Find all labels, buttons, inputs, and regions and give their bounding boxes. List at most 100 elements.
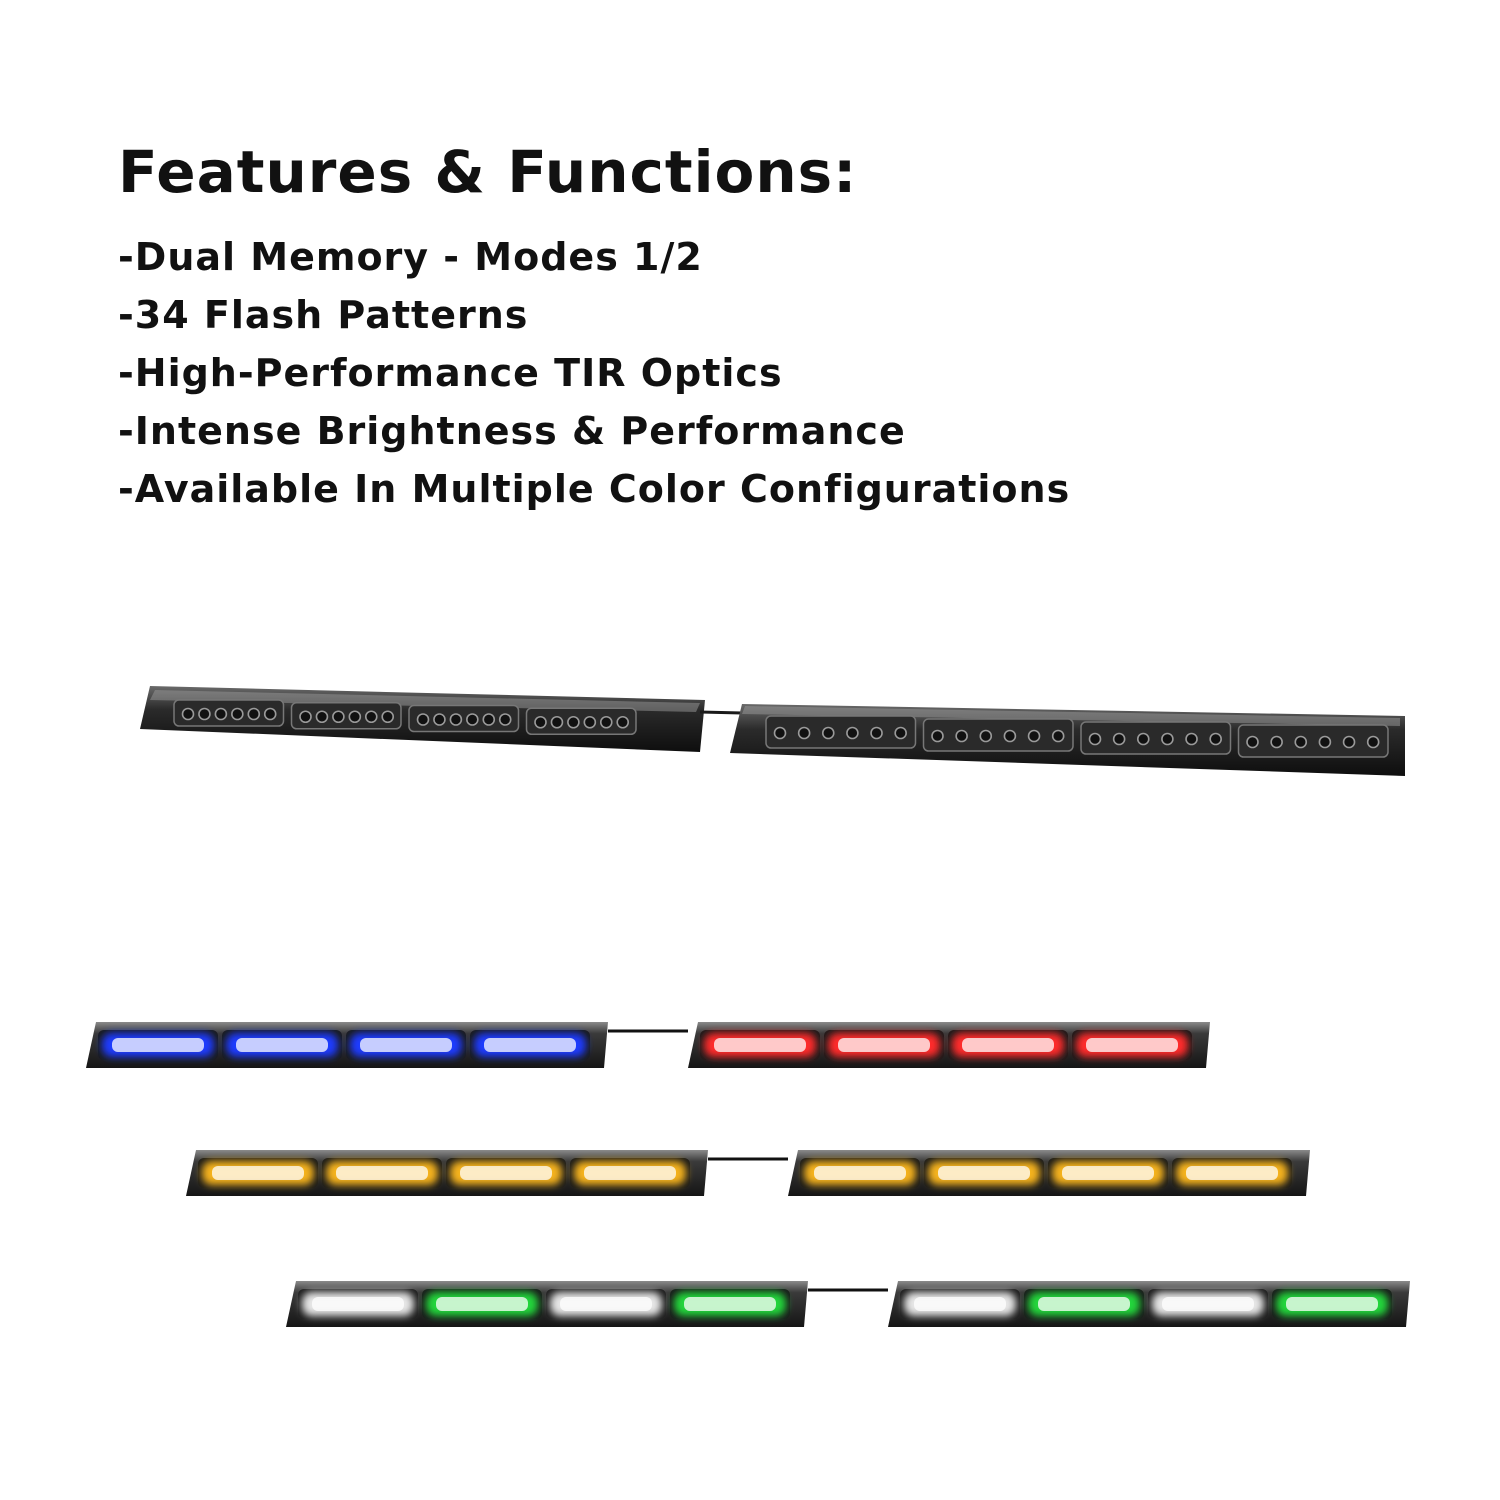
led-lens xyxy=(1209,732,1222,746)
led-lens xyxy=(466,713,479,726)
lit-light-module xyxy=(298,1289,418,1319)
lit-light-module xyxy=(570,1158,690,1188)
led-lens xyxy=(1088,732,1102,746)
led-lens xyxy=(449,713,463,726)
led-lens xyxy=(1318,735,1332,749)
connector-cable xyxy=(699,710,743,715)
lit-light-module xyxy=(824,1030,944,1060)
unlit-light-module xyxy=(290,702,402,730)
feature-item: -34 Flash Patterns xyxy=(118,293,529,337)
lit-light-bars xyxy=(86,1022,1410,1327)
led-lens xyxy=(348,710,362,724)
led-lens xyxy=(1136,732,1150,746)
lit-light-module xyxy=(346,1030,466,1060)
light-bar-amber xyxy=(186,1150,1310,1196)
led-lens xyxy=(498,713,512,726)
feature-list: -Dual Memory - Modes 1/2 -34 Flash Patte… xyxy=(118,228,1070,518)
led-lens xyxy=(247,707,261,721)
led-lens xyxy=(364,710,378,724)
unlit-light-module xyxy=(408,704,520,733)
led-lens xyxy=(263,707,277,721)
led-lens xyxy=(1161,732,1174,746)
led-lens xyxy=(381,710,395,724)
led-lens xyxy=(931,729,944,743)
led-lens xyxy=(616,715,630,729)
unlit-light-module xyxy=(173,699,285,727)
feature-item: -Dual Memory - Modes 1/2 xyxy=(118,235,703,279)
lit-light-module xyxy=(198,1158,318,1188)
unlit-light-module xyxy=(922,718,1074,752)
features-title: Features & Functions: xyxy=(118,138,858,206)
led-lens xyxy=(315,710,329,724)
led-lens xyxy=(214,707,228,721)
lit-light-module xyxy=(222,1030,342,1060)
led-lens xyxy=(534,715,547,729)
lit-light-module xyxy=(670,1289,790,1319)
led-lens xyxy=(1051,729,1065,743)
unlit-light-module xyxy=(1080,721,1232,755)
led-lens xyxy=(1027,729,1041,743)
lit-light-module xyxy=(546,1289,666,1319)
light-bar-left xyxy=(186,1150,708,1196)
lit-light-module xyxy=(470,1030,590,1060)
lit-light-module xyxy=(948,1030,1068,1060)
lit-light-module xyxy=(1024,1289,1144,1319)
lit-light-module xyxy=(1148,1289,1268,1319)
led-lens xyxy=(1270,735,1283,749)
lit-light-module xyxy=(800,1158,920,1188)
feature-item: -Intense Brightness & Performance xyxy=(118,409,906,453)
led-lens xyxy=(1294,735,1308,749)
led-lens xyxy=(1366,735,1380,749)
lit-light-module xyxy=(1048,1158,1168,1188)
lit-light-module xyxy=(924,1158,1044,1188)
light-bar-left xyxy=(286,1281,808,1327)
lit-light-module xyxy=(900,1289,1020,1319)
feature-item: -Available In Multiple Color Configurati… xyxy=(118,467,1071,511)
led-lens xyxy=(231,707,244,721)
unlit-light-module xyxy=(525,707,637,735)
lit-light-module xyxy=(1072,1030,1192,1060)
lit-light-module xyxy=(422,1289,542,1319)
lit-light-module xyxy=(446,1158,566,1188)
light-bar-white-green xyxy=(286,1281,1410,1327)
led-lens xyxy=(979,729,993,743)
led-lens xyxy=(894,726,907,740)
led-lens xyxy=(1342,735,1356,749)
led-lens xyxy=(1112,732,1126,746)
led-lens xyxy=(181,707,195,721)
led-lens xyxy=(1185,732,1198,746)
light-bar-right xyxy=(888,1281,1410,1327)
unlit-light-bar xyxy=(140,686,1405,776)
light-bar-right xyxy=(788,1150,1310,1196)
led-lens xyxy=(797,726,811,740)
led-lens xyxy=(482,713,496,726)
led-lens xyxy=(1246,735,1259,749)
light-bar-blue-red xyxy=(86,1022,1210,1068)
unlit-light-module xyxy=(765,715,917,749)
led-lens xyxy=(583,715,597,729)
light-bar-right xyxy=(688,1022,1210,1068)
led-lens xyxy=(416,713,430,726)
led-lens xyxy=(773,726,787,740)
light-bar-left xyxy=(86,1022,608,1068)
led-lens xyxy=(870,726,883,740)
led-lens xyxy=(599,715,613,729)
lit-light-module xyxy=(1272,1289,1392,1319)
led-lens xyxy=(332,710,345,724)
led-lens xyxy=(1003,729,1017,743)
led-lens xyxy=(955,729,968,743)
feature-item: -High-Performance TIR Optics xyxy=(118,351,783,395)
lit-light-module xyxy=(1172,1158,1292,1188)
unlit-light-module xyxy=(1237,724,1389,758)
led-lens xyxy=(198,707,211,721)
unlit-bar-right xyxy=(730,704,1405,776)
led-lens xyxy=(299,710,312,724)
led-lens xyxy=(846,726,859,740)
led-lens xyxy=(567,715,580,729)
unlit-bar-left xyxy=(140,686,705,752)
lit-light-module xyxy=(98,1030,218,1060)
led-lens xyxy=(433,713,446,726)
led-lens xyxy=(550,715,564,729)
features-section: Features & Functions: -Dual Memory - Mod… xyxy=(118,136,1070,518)
